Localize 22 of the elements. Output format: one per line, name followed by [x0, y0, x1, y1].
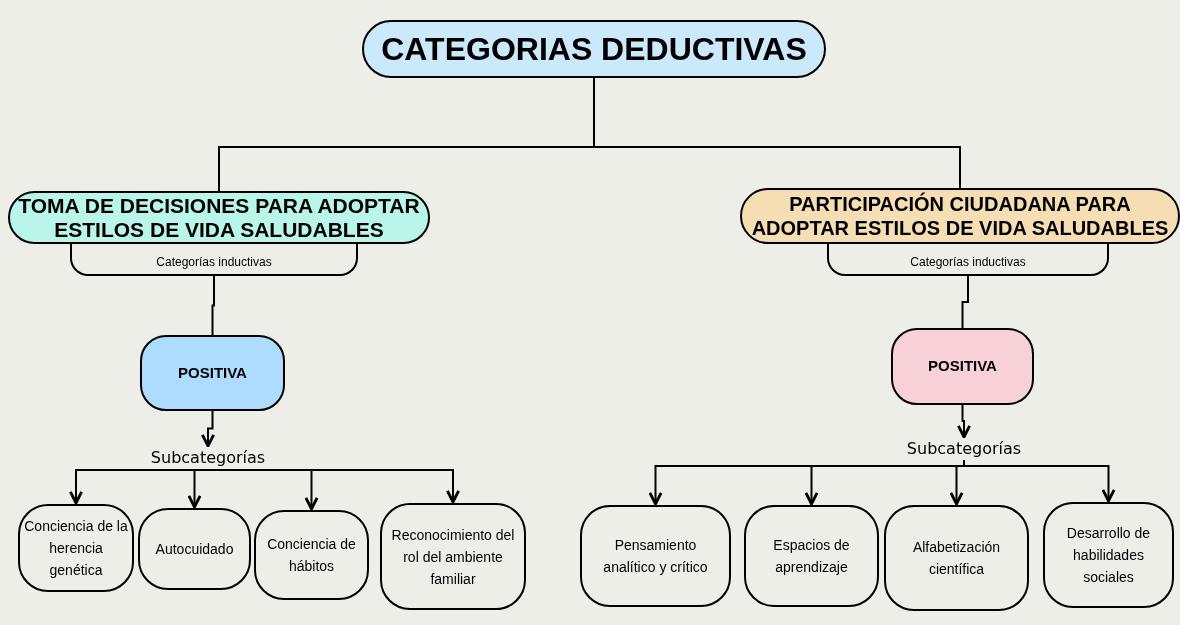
- subcategory-box: Espacios de aprendizaje: [744, 505, 879, 607]
- connector-arrow: [207, 468, 460, 504]
- category-box: POSITIVA: [891, 328, 1034, 405]
- connector-arrow: [187, 468, 209, 509]
- subcategory-box: Conciencia de la herencia genética: [18, 504, 134, 592]
- connector-arrow: [963, 459, 1116, 503]
- branch-label: Subcategorías: [902, 438, 1026, 460]
- subcategory-box: Reconocimiento del rol del ambiente familiar: [380, 503, 526, 610]
- connector-arrow: [957, 404, 971, 439]
- branch-label: Subcategorías: [148, 447, 268, 469]
- category-box: POSITIVA: [140, 335, 285, 411]
- subcategory-box: Desarrollo de habilidades sociales: [1043, 502, 1174, 608]
- subheading-tab: Categorías inductivas: [827, 242, 1109, 276]
- subcategory-box: Alfabetización científica: [884, 505, 1029, 611]
- subcategory-box: Autocuidado: [138, 508, 251, 590]
- subcategory-box: Pensamiento analítico y crítico: [580, 505, 731, 607]
- subcategory-box: Conciencia de hábitos: [254, 510, 369, 600]
- category-box: TOMA DE DECISIONES PARA ADOPTAR ESTILOS DE VIDA SALUDABLES: [8, 191, 430, 244]
- category-box: PARTICIPACIÓN CIUDADANA PARA ADOPTAR ESTILOS DE VIDA SALUDABLES: [740, 188, 1180, 244]
- subheading-tab: Categorías inductivas: [70, 242, 358, 276]
- title-box: CATEGORIAS DEDUCTIVAS: [362, 20, 826, 78]
- connector-arrow: [201, 410, 215, 448]
